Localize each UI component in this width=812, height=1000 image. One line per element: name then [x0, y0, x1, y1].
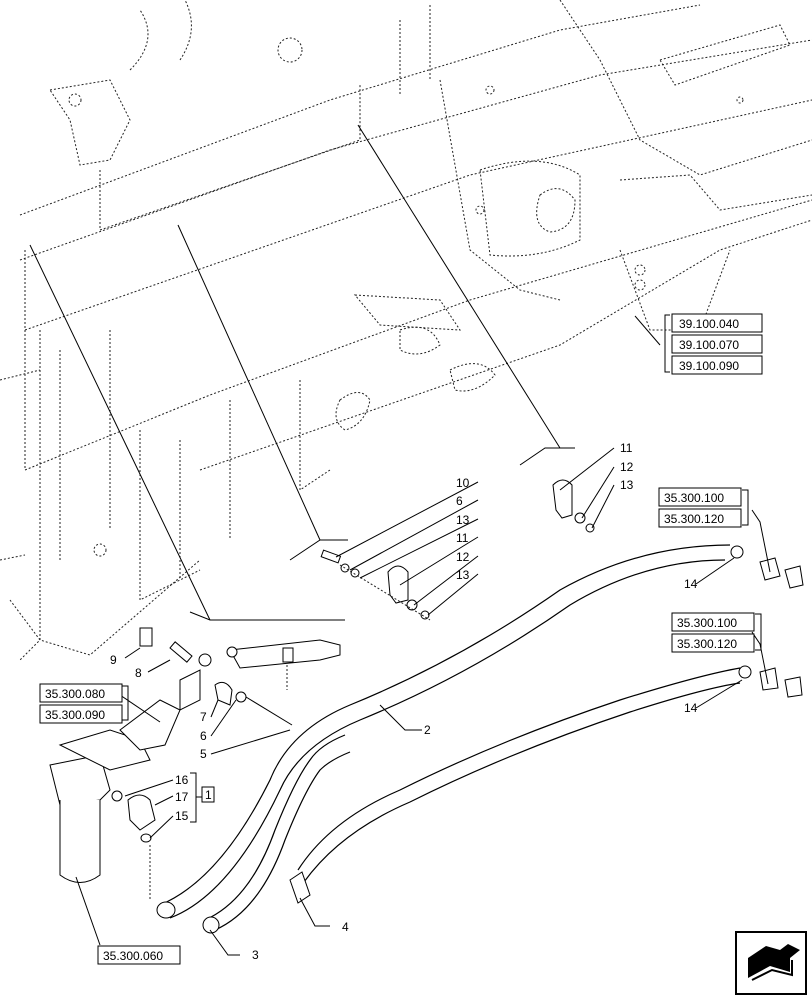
- callout-leaders: [75, 315, 771, 956]
- ref-35-300-100-lower[interactable]: 35.300.100: [677, 616, 737, 630]
- callout-11-left: 11: [456, 531, 469, 545]
- pipe-tee-assembly: [139, 627, 341, 726]
- callout-13-right: 13: [620, 478, 634, 492]
- callout-12-left: 12: [456, 550, 470, 564]
- assembly-leaders: [29, 124, 575, 621]
- next-page-arrow-icon[interactable]: [735, 931, 807, 995]
- ref-39-100-040[interactable]: 39.100.040: [679, 317, 739, 331]
- callout-13-mid: 13: [456, 568, 470, 582]
- ref-group-35-300-080: 35.300.080 35.300.090: [39, 683, 129, 724]
- ref-39-100-090[interactable]: 39.100.090: [679, 359, 739, 373]
- callout-6-upper: 6: [456, 494, 463, 508]
- callout-3: 3: [252, 948, 259, 962]
- callout-11-right: 11: [620, 441, 633, 455]
- ref-35-300-120-upper[interactable]: 35.300.120: [664, 512, 724, 526]
- hose-assemblies: [149, 544, 804, 934]
- ref-35-300-080[interactable]: 35.300.080: [45, 687, 105, 701]
- callout-13-left: 13: [456, 513, 470, 527]
- ref-39-100-070[interactable]: 39.100.070: [679, 338, 739, 352]
- callout-9: 9: [110, 653, 117, 667]
- filter-assembly: [49, 699, 181, 883]
- ref-group-39-100: 39.100.040 39.100.070 39.100.090: [664, 313, 763, 375]
- callout-6-lower: 6: [200, 729, 207, 743]
- callout-5: 5: [200, 747, 207, 761]
- callout-2: 2: [424, 723, 431, 737]
- callout-14-lower: 14: [684, 701, 698, 715]
- callout-14-upper: 14: [684, 577, 698, 591]
- ref-group-35-300-upper: 35.300.100 35.300.120: [658, 487, 749, 528]
- callout-12-right: 12: [620, 460, 634, 474]
- callout-4: 4: [342, 920, 349, 934]
- callout-1: 1: [205, 788, 212, 802]
- ref-35-300-090[interactable]: 35.300.090: [45, 708, 105, 722]
- ref-group-35-300-060: 35.300.060: [97, 945, 181, 965]
- chassis-frame: [0, 0, 812, 661]
- callout-15: 15: [175, 809, 189, 823]
- callout-16: 16: [175, 773, 189, 787]
- clamp-hardware-upper: [320, 479, 595, 621]
- callout-7: 7: [200, 710, 207, 724]
- ref-group-35-300-lower: 35.300.100 35.300.120: [671, 612, 762, 653]
- callout-10: 10: [456, 476, 470, 490]
- ref-35-300-120-lower[interactable]: 35.300.120: [677, 637, 737, 651]
- ref-35-300-100-upper[interactable]: 35.300.100: [664, 491, 724, 505]
- callout-17: 17: [175, 790, 189, 804]
- callout-8: 8: [135, 666, 142, 680]
- ref-35-300-060[interactable]: 35.300.060: [103, 949, 163, 963]
- callout-labels: 10 6 13 11 12 13 11 12 13 14 14 2 4 3 9 …: [110, 441, 698, 962]
- callout-1-box: 1: [201, 786, 215, 803]
